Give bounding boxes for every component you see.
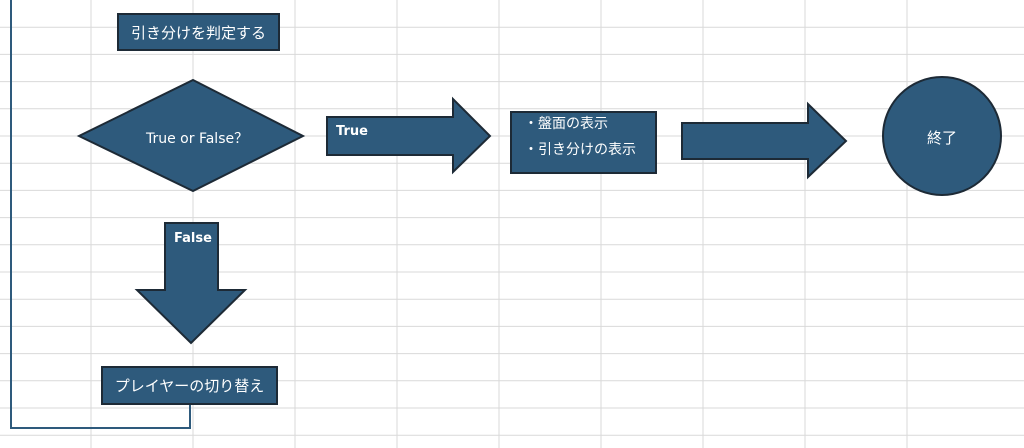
end-circle[interactable] <box>882 76 1002 196</box>
decision-diamond[interactable] <box>76 78 306 193</box>
false-arrow <box>134 222 248 345</box>
switch-player-label: プレイヤーの切り替え <box>114 377 265 395</box>
judge-draw-label: 引き分けを判定する <box>130 23 266 42</box>
switch-player-box[interactable]: プレイヤーの切り替え <box>101 366 278 405</box>
judge-draw-box[interactable]: 引き分けを判定する <box>117 13 280 51</box>
end-label: 終了 <box>927 129 958 147</box>
display-line-board: ・盤面の表示 <box>524 116 608 132</box>
true-label: True <box>336 124 368 139</box>
true-arrow <box>326 96 492 175</box>
next-arrow <box>681 101 848 180</box>
loop-connector <box>10 0 191 429</box>
display-box[interactable]: ・盤面の表示 ・引き分けの表示 <box>510 111 657 174</box>
decision-label: True or False？ <box>146 131 249 147</box>
false-label: False <box>174 231 212 246</box>
display-line-draw: ・引き分けの表示 <box>524 142 636 158</box>
